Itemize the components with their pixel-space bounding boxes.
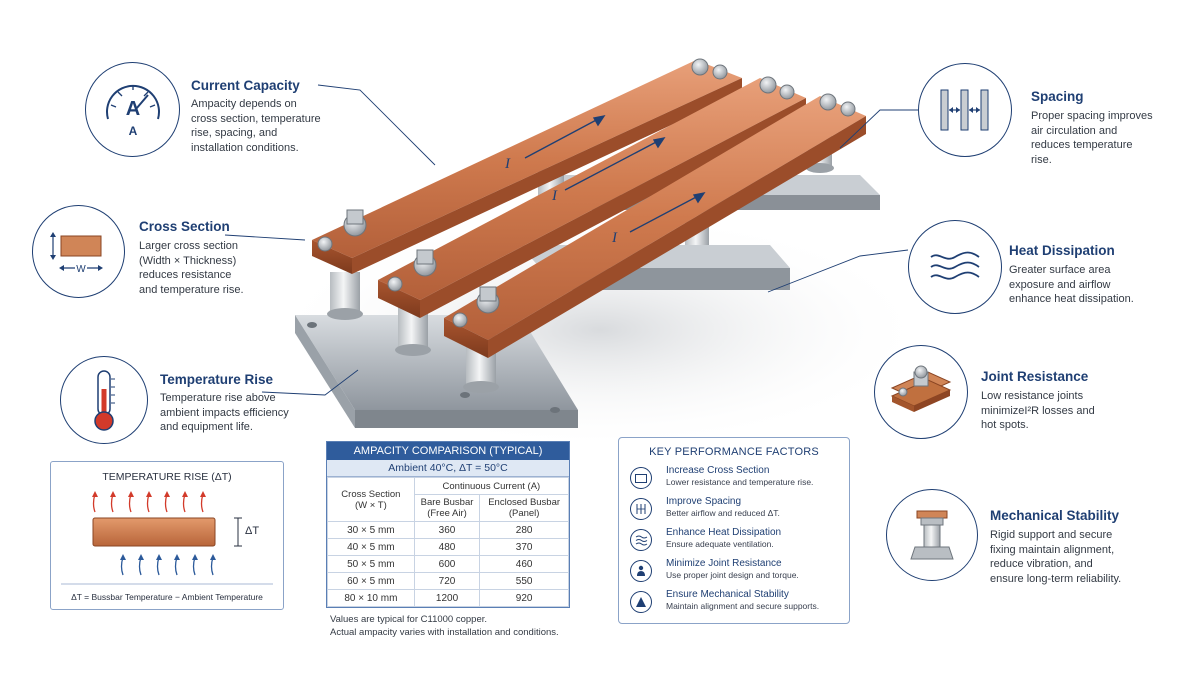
- table-cell-enclosed: 920: [479, 589, 569, 607]
- joint-resistance-title: Joint Resistance: [981, 369, 1089, 384]
- table-cell-enclosed: 550: [479, 572, 569, 590]
- current-label-2: I: [551, 188, 558, 204]
- table-row: 40 × 5 mm 480 370: [327, 538, 569, 556]
- ampacity-table-subtitle: Ambient 40°C, ΔT = 50°C: [327, 460, 569, 477]
- key-performance-factors-panel: KEY PERFORMANCE FACTORS Increase Cross S…: [618, 437, 850, 624]
- list-item: Improve Spacing Better airflow and reduc…: [619, 496, 849, 526]
- temperature-rise-figure: [61, 491, 273, 585]
- temperature-rise-icon-circle: [60, 356, 148, 444]
- temperature-rise-panel: TEMPERATURE RISE (ΔT): [50, 461, 284, 610]
- temperature-rise-title: Temperature Rise: [160, 372, 274, 387]
- spacing-icon-circle: [918, 63, 1012, 157]
- joint-resistance-icon-circle: [874, 345, 968, 439]
- mechanical-stability-desc: Rigid support and secure fixing maintain…: [990, 529, 1122, 585]
- table-cell-bare: 1200: [413, 589, 481, 607]
- key-factor-name: Enhance Heat Dissipation: [666, 527, 782, 538]
- temperature-rise-desc: Temperature rise above ambient impacts e…: [160, 392, 289, 433]
- spacing-title: Spacing: [1031, 89, 1084, 104]
- key-factor-desc: Lower resistance and temperature rise.: [666, 477, 814, 487]
- mountain-icon: [630, 591, 652, 613]
- ampacity-comparison-table: AMPACITY COMPARISON (TYPICAL) Ambient 40…: [326, 441, 570, 608]
- table-cell-bare: 600: [413, 555, 481, 573]
- svg-text:W: W: [76, 264, 86, 275]
- svg-text:A: A: [128, 124, 137, 138]
- current-capacity-title: Current Capacity: [191, 78, 300, 93]
- table-cell-section: 60 × 5 mm: [327, 572, 415, 590]
- delta-t-formula: ΔT = Bussbar Temperature − Ambient Tempe…: [71, 592, 263, 602]
- current-capacity-icon-circle: A A: [85, 62, 180, 157]
- rectangle-icon: [630, 467, 652, 489]
- mechanical-stability-title: Mechanical Stability: [990, 508, 1120, 523]
- key-factor-name: Minimize Joint Resistance: [666, 558, 782, 569]
- waves-icon: [630, 529, 652, 551]
- current-arrows: [524, 114, 706, 233]
- column-header-continuous-current: Continuous Current (A): [413, 477, 570, 495]
- person-icon: [630, 560, 652, 582]
- column-header-cross-section: Cross Section(W × T): [327, 477, 415, 522]
- list-item: Increase Cross Section Lower resistance …: [619, 465, 849, 495]
- spacing-desc: Proper spacing improves air circulation …: [1031, 110, 1153, 166]
- joint-resistance-desc: Low resistance joints minimizeI²R losses…: [981, 390, 1095, 431]
- key-factor-name: Ensure Mechanical Stability: [666, 589, 789, 600]
- heat-dissipation-icon-circle: [908, 220, 1002, 314]
- key-factors-title: KEY PERFORMANCE FACTORS: [649, 446, 819, 458]
- heat-waves-icon: [930, 251, 980, 280]
- spacing-icon: [630, 498, 652, 520]
- temperature-rise-panel-title: TEMPERATURE RISE (ΔT): [102, 471, 232, 483]
- svg-text:A: A: [125, 98, 139, 120]
- table-row: 60 × 5 mm 720 550: [327, 572, 569, 590]
- thermometer-icon: [94, 370, 115, 431]
- ammeter-icon: A A: [105, 84, 160, 138]
- table-cell-enclosed: 460: [479, 555, 569, 573]
- key-factor-desc: Maintain alignment and secure supports.: [666, 601, 820, 611]
- cool-air-arrows: [120, 556, 214, 576]
- ampacity-table-grid: Cross Section(W × T) Continuous Current …: [327, 477, 570, 607]
- cross-section-title: Cross Section: [139, 219, 230, 234]
- heat-dissipation-title: Heat Dissipation: [1009, 243, 1115, 258]
- table-cell-section: 30 × 5 mm: [327, 521, 415, 539]
- heat-dissipation-desc: Greater surface area exposure and airflo…: [1009, 264, 1134, 305]
- key-factor-name: Improve Spacing: [666, 496, 742, 507]
- ampacity-note-1: Values are typical for C11000 copper.: [330, 614, 488, 625]
- ampacity-table-title: AMPACITY COMPARISON (TYPICAL): [327, 442, 569, 460]
- key-factor-desc: Ensure adequate ventilation.: [666, 539, 774, 549]
- table-cell-section: 80 × 10 mm: [327, 589, 415, 607]
- table-cell-bare: 480: [413, 538, 481, 556]
- insulator-support-icon: [910, 510, 954, 560]
- table-row: 30 × 5 mm 360 280: [327, 521, 569, 539]
- leader-lines: [224, 84, 918, 396]
- table-row: 50 × 5 mm 600 460: [327, 555, 569, 573]
- list-item: Ensure Mechanical Stability Maintain ali…: [619, 589, 849, 619]
- table-cell-section: 40 × 5 mm: [327, 538, 415, 556]
- list-item: Minimize Joint Resistance Use proper joi…: [619, 558, 849, 588]
- copper-bar-2: [378, 78, 806, 318]
- ampacity-note-2: Actual ampacity varies with installation…: [330, 627, 559, 638]
- key-factor-desc: Use proper joint design and torque.: [666, 570, 799, 580]
- current-label-3: I: [611, 230, 618, 246]
- cross-section-icon: W: [49, 231, 103, 275]
- table-row: 80 × 10 mm 1200 920: [327, 589, 569, 607]
- busbar-sample: [92, 517, 216, 547]
- list-item: Enhance Heat Dissipation Ensure adequate…: [619, 527, 849, 557]
- cross-section-desc: Larger cross section (Width × Thickness)…: [139, 240, 244, 296]
- current-capacity-desc: Ampacity depends on cross section, tempe…: [191, 98, 321, 154]
- key-factor-desc: Better airflow and reduced ΔT.: [666, 508, 780, 518]
- column-header-bare: Bare Busbar(Free Air): [413, 494, 481, 522]
- column-header-enclosed: Enclosed Busbar(Panel): [479, 494, 569, 522]
- spacing-icon: [940, 89, 989, 131]
- bolted-joint-icon: [890, 365, 952, 412]
- current-label-1: I: [504, 156, 511, 172]
- mechanical-stability-icon-circle: [886, 489, 978, 581]
- table-cell-bare: 720: [413, 572, 481, 590]
- table-cell-bare: 360: [413, 521, 481, 539]
- cross-section-icon-circle: W: [32, 205, 125, 298]
- table-cell-enclosed: 280: [479, 521, 569, 539]
- table-cell-enclosed: 370: [479, 538, 569, 556]
- key-factor-name: Increase Cross Section: [666, 465, 770, 476]
- bolts: [317, 58, 856, 328]
- table-cell-section: 50 × 5 mm: [327, 555, 415, 573]
- delta-t-label: ΔT: [245, 525, 260, 537]
